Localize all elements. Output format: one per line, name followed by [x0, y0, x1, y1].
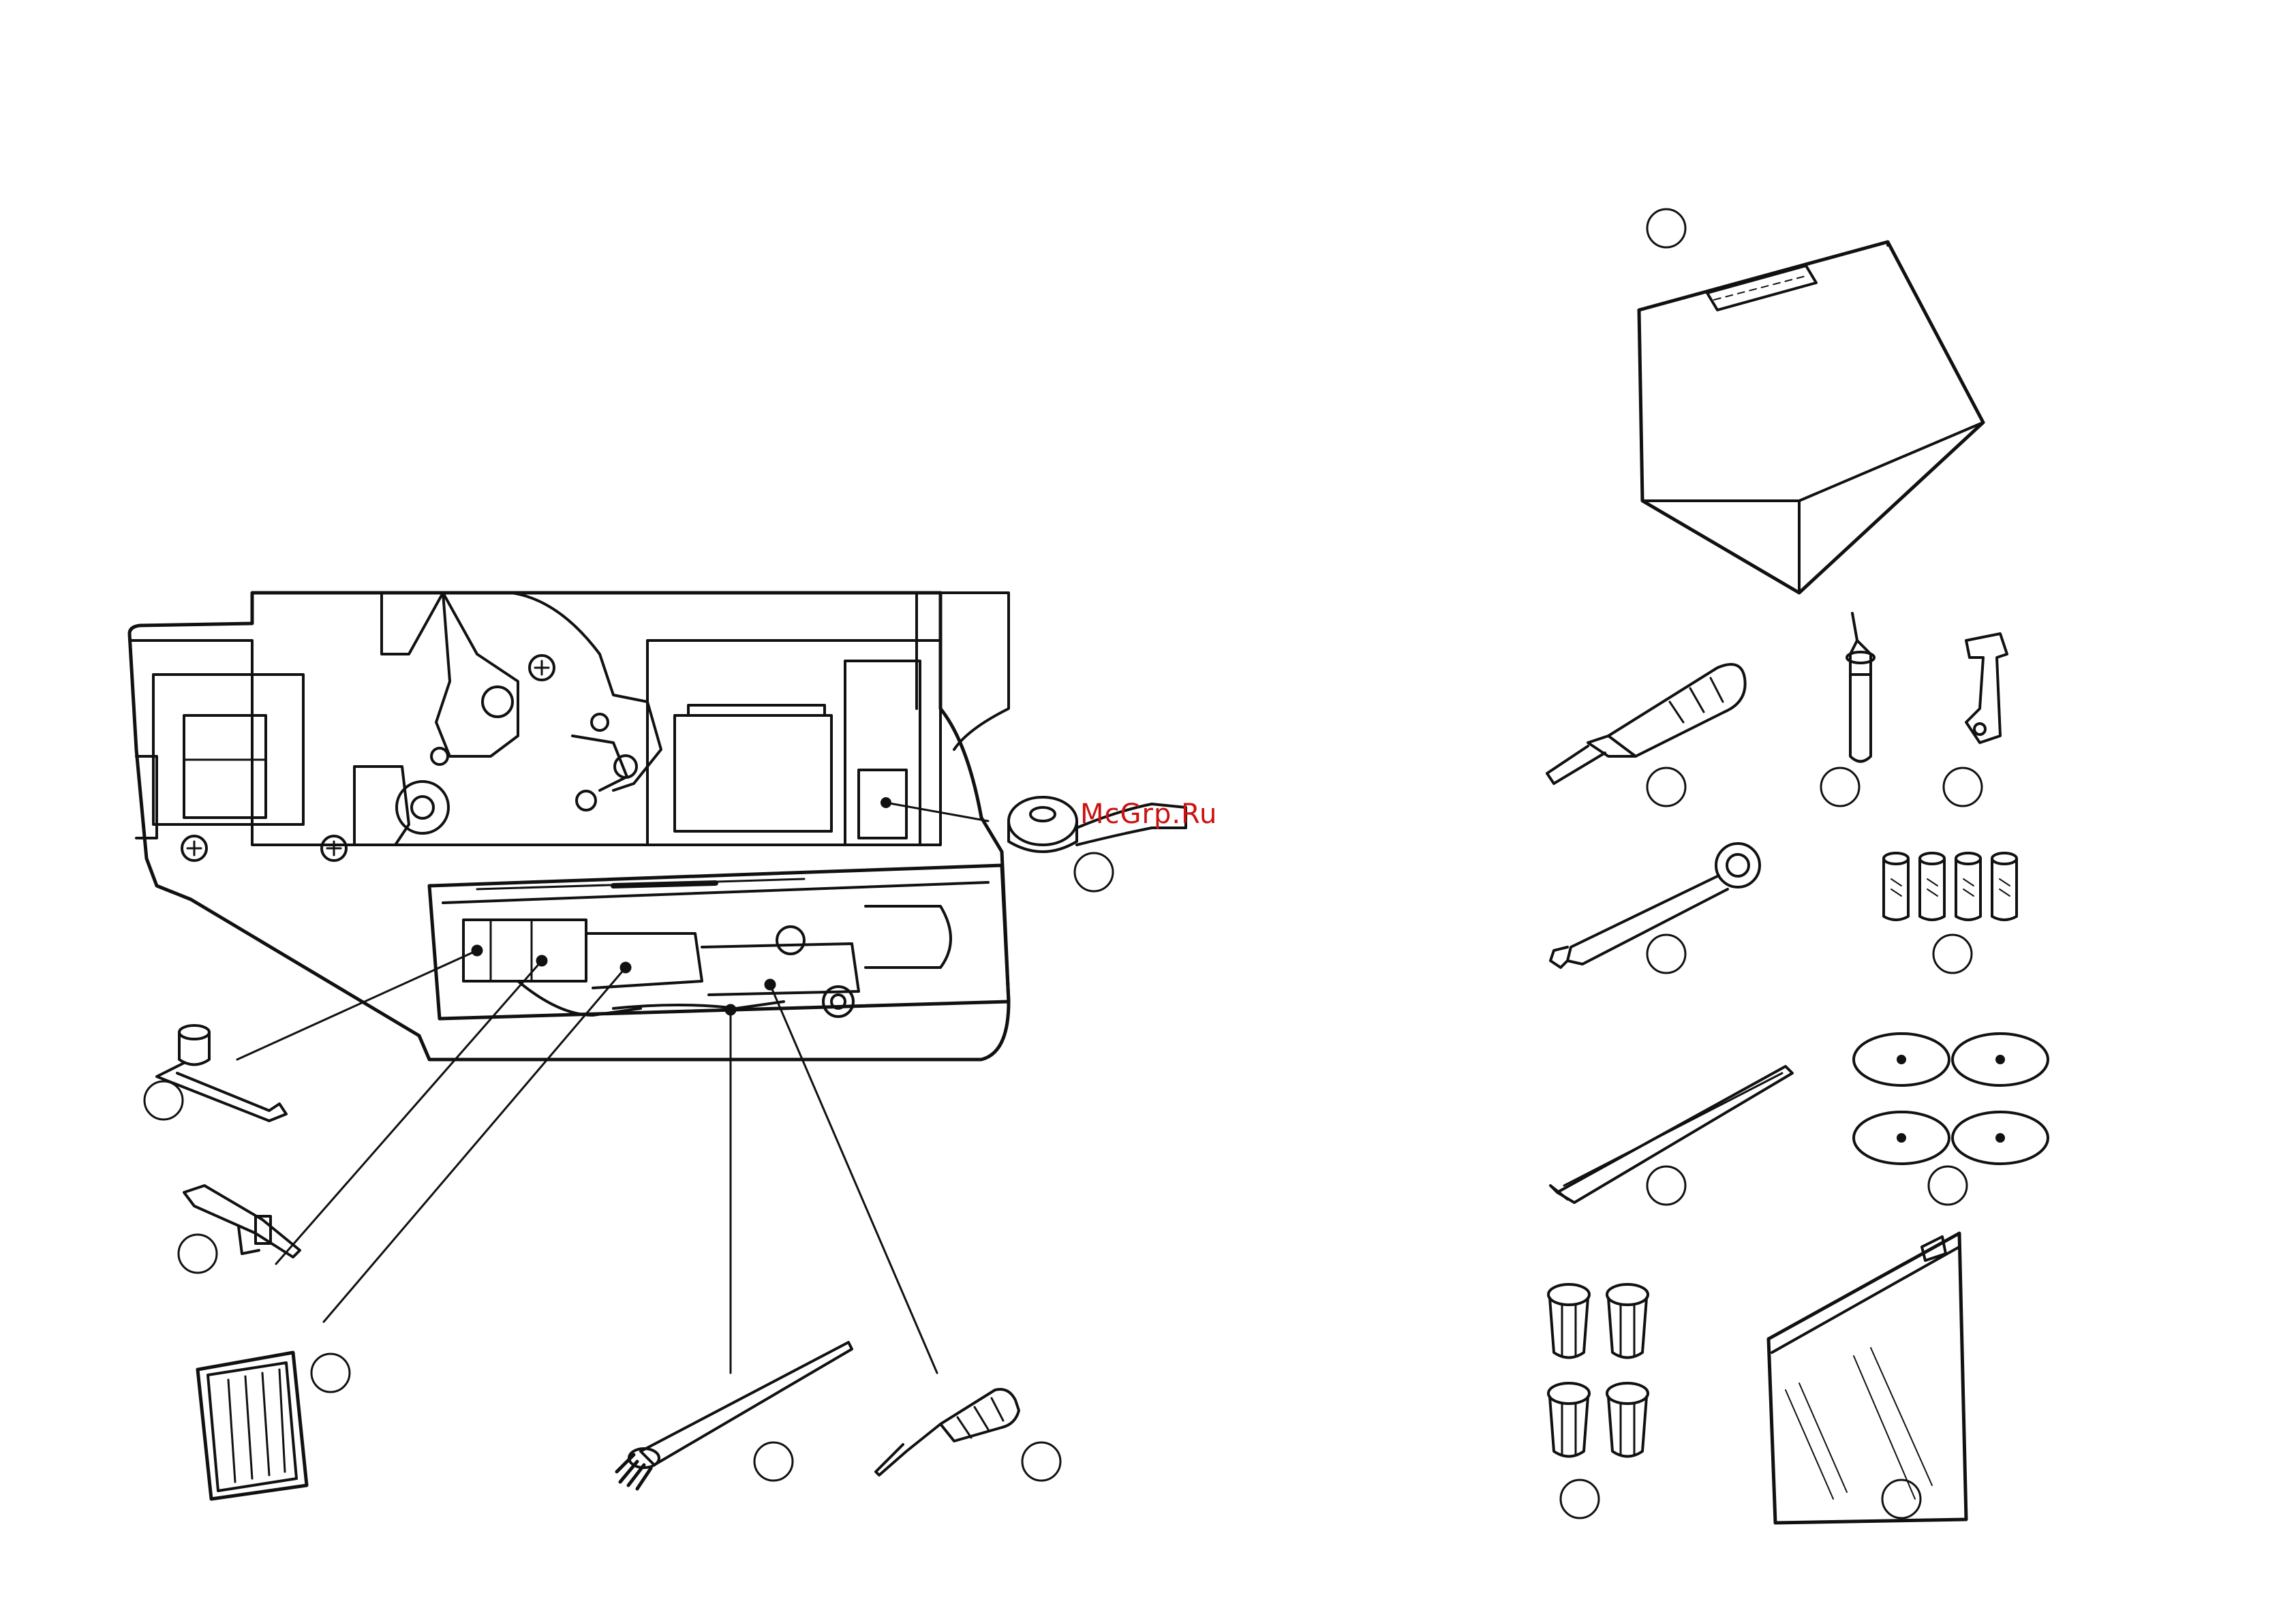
spool-disc — [1854, 1034, 1949, 1085]
callout-spool-holders — [1561, 1480, 1599, 1518]
callout-spool-caps — [1933, 935, 1972, 973]
spool-holder — [1607, 1383, 1648, 1457]
spool-cap — [1956, 853, 1980, 920]
callout-tweezers — [1647, 1166, 1685, 1205]
watermark-text: McGrp.Ru — [1080, 799, 1217, 830]
spool-disc — [1953, 1112, 2048, 1164]
spool-holder — [1548, 1284, 1589, 1358]
callout-thread-guide-knob — [144, 1081, 183, 1119]
oil-bottle-illustration — [1847, 613, 1874, 762]
screwdriver-small-illustration — [876, 1389, 1019, 1475]
spool-cap — [1992, 853, 2017, 920]
spool-discs-illustration — [1854, 1034, 2048, 1164]
callout-accessory-case — [1647, 209, 1685, 247]
callout-tape-measure — [1075, 853, 1113, 891]
callout-lint-brush — [754, 1442, 793, 1481]
spool-holder — [1548, 1383, 1589, 1457]
tweezers-illustration — [1550, 1066, 1792, 1203]
vinyl-pouch-illustration — [1769, 1233, 1966, 1523]
spool-disc — [1953, 1034, 2048, 1085]
callout-circles — [144, 209, 1982, 1518]
thread-guide-knob-illustration — [157, 1025, 286, 1121]
spool-cap — [1920, 853, 1944, 920]
callout-wrench — [1647, 935, 1685, 973]
machine-interior-illustration — [129, 593, 1009, 1060]
spool-cap — [1884, 853, 1908, 920]
callout-screwdriver-small — [1022, 1442, 1060, 1481]
callout-screwdriver-large — [1647, 768, 1685, 806]
callout-chain-stitch-plate — [179, 1235, 217, 1273]
spool-holders-illustration — [1548, 1284, 1648, 1457]
accessory-case-illustration — [1639, 242, 1983, 593]
callout-needle-pack — [311, 1354, 350, 1392]
spool-holder — [1607, 1284, 1648, 1358]
screwdriver-large-illustration — [1547, 664, 1745, 784]
chain-stitch-plate-illustration — [184, 1186, 300, 1257]
lint-brush-illustration — [617, 1342, 852, 1489]
callout-spool-discs — [1929, 1166, 1967, 1205]
needle-pack-illustration — [198, 1352, 307, 1499]
wrench-illustration — [1550, 844, 1760, 968]
callout-oil-bottle — [1821, 768, 1859, 806]
looper-hook-illustration — [1966, 634, 2007, 743]
spool-disc — [1854, 1112, 1949, 1164]
callout-looper-hook — [1944, 768, 1982, 806]
spool-caps-illustration — [1884, 853, 2017, 920]
